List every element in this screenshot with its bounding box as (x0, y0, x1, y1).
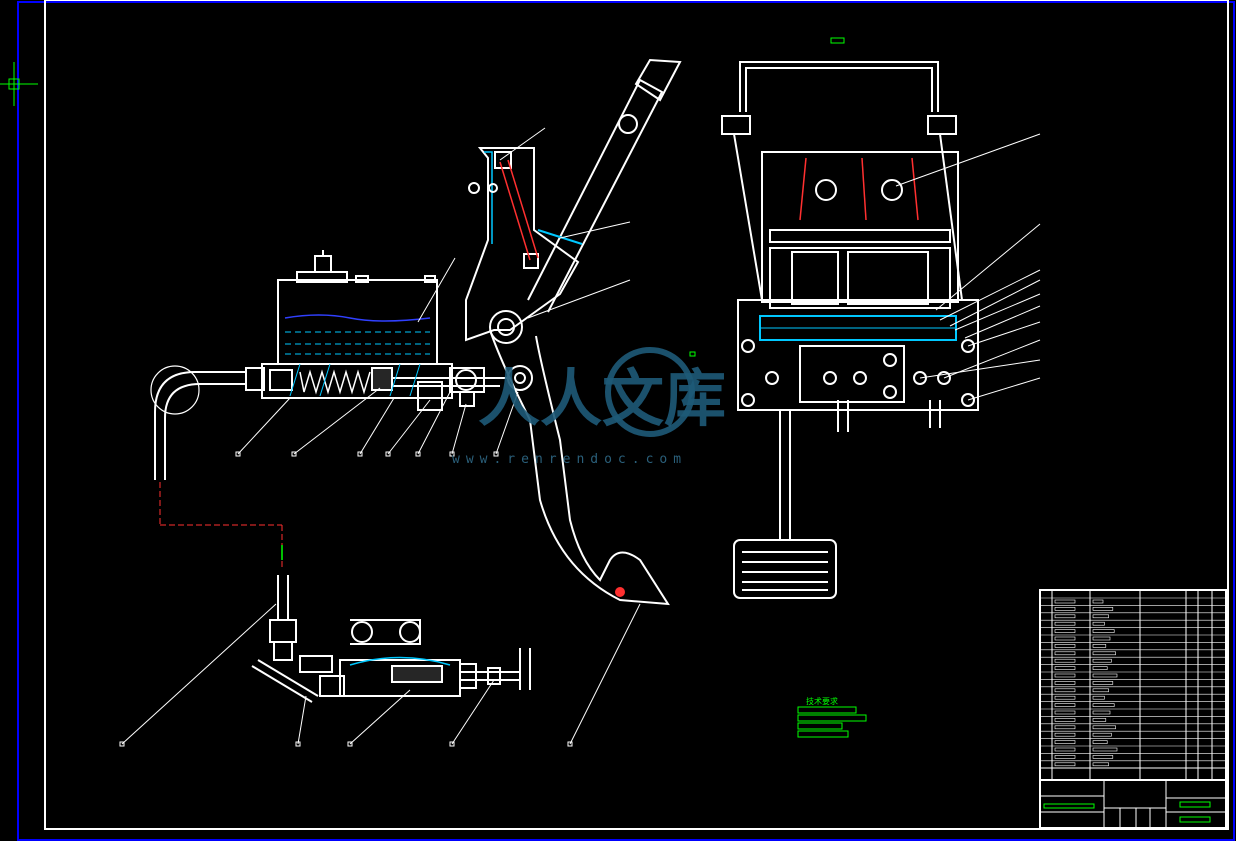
parts-list-cell-mark (1054, 718, 1076, 722)
tech-requirements-block (797, 706, 867, 738)
parts-list-cell-mark (1092, 614, 1109, 619)
parts-list-cell-mark (1054, 688, 1076, 693)
cad-crosshair-icon[interactable] (0, 62, 38, 106)
parts-list-cell-mark (1092, 599, 1104, 604)
parts-list-cell-mark (1054, 695, 1076, 700)
parts-list-cell-mark (1054, 636, 1076, 641)
parts-list-cell-mark (1092, 718, 1107, 722)
parts-list-cell-mark (1054, 621, 1076, 626)
parts-list-cell-mark (1092, 651, 1116, 656)
parts-list-cell-mark (1092, 747, 1118, 752)
tech-requirements-title: 技术要求 (806, 697, 838, 706)
part-number-markers (119, 451, 573, 747)
parts-list-cell-mark (1092, 688, 1109, 693)
parts-list-cell-mark (1054, 629, 1076, 633)
parts-list-cell-mark (1054, 740, 1076, 744)
parts-list-cell-mark (1054, 747, 1076, 752)
parts-list-cell-mark (1054, 673, 1076, 678)
parts-list-cell-mark (1092, 725, 1116, 730)
watermark-cn-text: 人人文库 (478, 362, 726, 435)
drawing-border (44, 0, 1229, 830)
parts-list-cell-mark (1092, 740, 1108, 744)
parts-list-cell-mark (1054, 658, 1076, 663)
watermark-logo (605, 347, 695, 437)
parts-list-cell-mark (1092, 636, 1111, 641)
parts-list-cell-mark (1092, 658, 1112, 663)
parts-list-cell-mark (1092, 755, 1114, 759)
leader-lines (121, 127, 1041, 745)
parts-list-cell-mark (1092, 710, 1111, 715)
parts-list-cell-mark (1092, 695, 1105, 700)
parts-list-cell-mark (1054, 614, 1076, 619)
parts-list-cell-mark (1054, 703, 1076, 707)
parts-list-cell-mark (1092, 644, 1107, 648)
parts-list-cell-mark (1092, 732, 1112, 737)
section-label-marker (689, 351, 696, 357)
parts-list-cell-mark (1054, 732, 1076, 737)
slave-cylinder-view (251, 575, 531, 703)
parts-list-cell-mark (1054, 681, 1076, 685)
parts-list-cell-mark (1092, 629, 1115, 633)
parts-list-cell-mark (1054, 651, 1076, 656)
parts-list-cell-mark (1092, 666, 1108, 670)
title-block-labels (1043, 801, 1211, 823)
parts-list-cell-mark (1092, 703, 1115, 707)
parts-list-cell-mark (1054, 599, 1076, 604)
parts-list-cell-mark (1054, 762, 1076, 767)
side-view-assembly (245, 58, 682, 606)
view-label-marker (830, 37, 845, 44)
parts-list-cell-mark (1092, 607, 1114, 611)
parts-list-cell-mark (1092, 621, 1105, 626)
parts-list-cell-mark (1092, 673, 1118, 678)
front-view-assembly (721, 61, 979, 599)
parts-list-cell-mark (1054, 644, 1076, 648)
sheet-outer-frame (17, 1, 1235, 841)
parts-list-cell-mark (1092, 762, 1109, 767)
brake-pipe (150, 365, 283, 570)
parts-list-rows (1040, 597, 1226, 767)
parts-list-cell-mark (1054, 710, 1076, 715)
watermark-url: www.renrendoc.com (452, 452, 688, 467)
parts-list-cell-mark (1054, 607, 1076, 611)
parts-list-cell-mark (1054, 725, 1076, 730)
parts-list-cell-mark (1054, 666, 1076, 670)
parts-list-cell-mark (1092, 681, 1114, 685)
parts-list-cell-mark (1054, 755, 1076, 759)
